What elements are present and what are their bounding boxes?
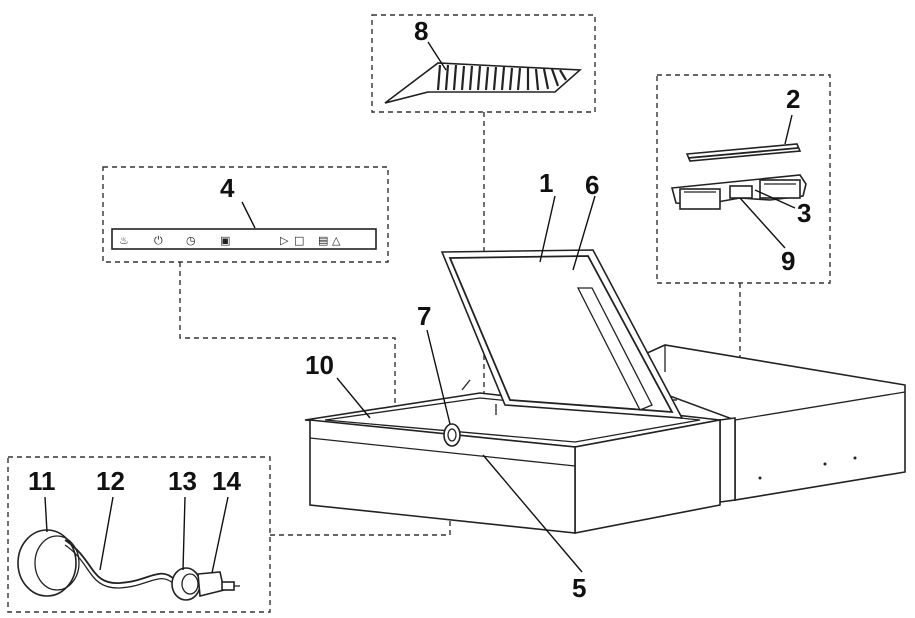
drawer-unit <box>304 344 906 534</box>
callout-11: 11 <box>28 466 56 496</box>
callout-14: 14 <box>212 466 241 496</box>
stop-icon: □ <box>294 234 304 247</box>
warning-icon: △ <box>332 234 341 247</box>
callout-8: 8 <box>414 16 428 46</box>
latch-assembly-part <box>670 174 807 210</box>
callout-10: 10 <box>305 350 334 380</box>
callout-9: 9 <box>781 246 795 276</box>
timer-icon: ◷ <box>186 234 196 247</box>
callout-7: 7 <box>417 301 431 331</box>
detail-box-4 <box>102 166 389 263</box>
detail-box-8 <box>371 14 596 113</box>
control-panel-part: ♨ ⏻ ◷ ▣ ▷ □ ▤ △ <box>111 228 377 250</box>
callout-6: 6 <box>585 170 599 200</box>
callout-5: 5 <box>572 573 586 603</box>
svg-text:□: □ <box>294 234 304 247</box>
program-icon: ▣ <box>220 234 230 247</box>
svg-text:△: △ <box>332 234 341 247</box>
play-icon: ▷ <box>280 234 289 247</box>
callout-1: 1 <box>539 168 553 198</box>
svg-text:▣: ▣ <box>220 234 230 247</box>
callout-3: 3 <box>797 198 811 228</box>
power-icon: ⏻ <box>154 234 163 247</box>
detail-box-11-14 <box>7 456 271 613</box>
svg-text:◷: ◷ <box>186 234 196 247</box>
callout-13: 13 <box>168 466 197 496</box>
callout-4: 4 <box>220 173 235 203</box>
handle-strip-part <box>685 143 802 162</box>
mesh-grid-part <box>384 62 583 104</box>
lock-icon: ▤ <box>318 234 328 247</box>
svg-text:⏻: ⏻ <box>154 234 163 247</box>
callout-2: 2 <box>786 84 800 114</box>
callout-12: 12 <box>96 466 125 496</box>
temperature-icon: ♨ <box>119 234 129 247</box>
svg-text:▤: ▤ <box>318 234 328 247</box>
svg-text:▷: ▷ <box>280 234 289 247</box>
svg-text:♨: ♨ <box>119 234 129 247</box>
detail-box-2-3-9 <box>656 74 831 284</box>
probe-cable-part <box>17 529 240 601</box>
